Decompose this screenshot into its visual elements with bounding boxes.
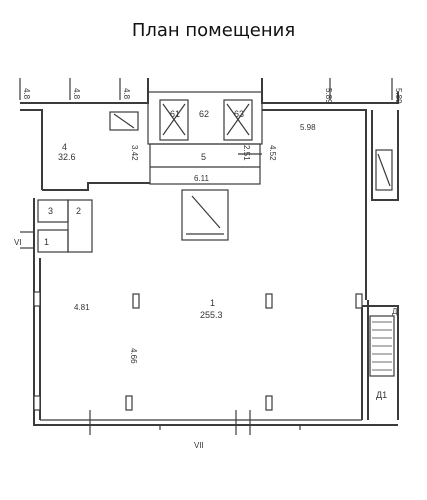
room-2-label: 2 (76, 206, 81, 216)
room-63-label: 63 (234, 109, 244, 119)
room-1-area: 255.3 (200, 310, 223, 320)
room-3-label: 3 (48, 206, 53, 216)
room-5-label: 5 (201, 152, 206, 162)
dim-251: 2.51 (242, 145, 251, 161)
dim-481: 4.81 (74, 303, 90, 312)
axis-left-mark: VI (14, 238, 22, 247)
inner-walls (19, 78, 395, 435)
top-dim-3: 4.8 (122, 88, 131, 100)
dim-452: 4.52 (268, 145, 277, 161)
dim-342: 3.42 (130, 145, 139, 161)
room-4-label: 4 (62, 142, 67, 152)
room-4-area: 32.6 (58, 152, 76, 162)
room-small-label: 1 (44, 237, 49, 247)
top-dim-1: 4.8 (22, 88, 31, 100)
top-dim-2: 4.8 (72, 88, 81, 100)
door-d-mark: Д (392, 307, 398, 316)
door-d1-mark: Д1 (376, 390, 387, 400)
top-dim-5: 5.89 (394, 88, 403, 104)
dim-598: 5.98 (300, 123, 316, 132)
top-dim-4: 5.89 (324, 88, 333, 104)
room-62-label: 62 (199, 109, 209, 119)
dim-466: 4.66 (129, 348, 138, 364)
dim-611: 6.11 (194, 174, 210, 183)
room-61-label: 61 (170, 109, 180, 119)
axis-bottom-mark: VII (194, 441, 204, 450)
page-title: План помещения (131, 20, 296, 41)
room-1-label: 1 (210, 298, 215, 308)
